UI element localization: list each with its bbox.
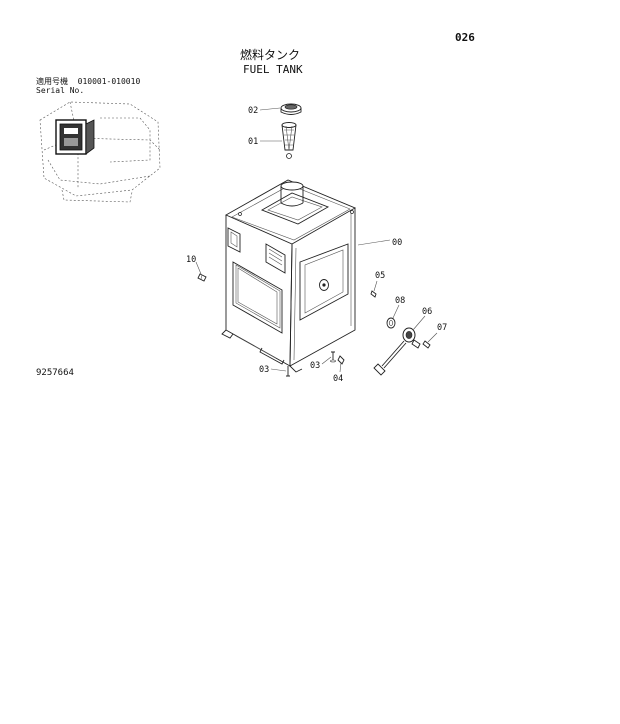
mounting-bolts — [286, 351, 345, 377]
callout-05: 05 — [375, 271, 385, 281]
drain-plug — [197, 273, 207, 282]
fuel-tank — [221, 179, 357, 373]
callout-02: 02 — [248, 106, 258, 116]
serial-label-jp-text: 適用号機 — [36, 77, 68, 86]
callout-03-b: 03 — [310, 361, 320, 371]
callout-00: 00 — [392, 238, 402, 248]
serial-label: Serial No. — [36, 86, 85, 95]
callout-04: 04 — [333, 374, 343, 384]
fuel-strainer — [281, 122, 297, 159]
callout-03: 03 — [259, 365, 269, 375]
serial-range: 010001-010010 — [77, 77, 141, 86]
serial-label-japanese: 適用号機 010001-010010 — [36, 76, 140, 87]
page-number: 026 — [455, 31, 475, 44]
drawing-number: 9257664 — [36, 368, 74, 378]
page-title: FUEL TANK — [243, 63, 303, 76]
leader-lines — [195, 107, 438, 373]
machine-overview-illustration — [39, 101, 161, 203]
screw — [422, 340, 431, 349]
callout-01: 01 — [248, 137, 258, 147]
callout-labels: 00 01 02 03 03 04 05 06 07 08 10 — [186, 106, 447, 384]
fuel-cap — [280, 103, 302, 115]
page-title-japanese: 燃料タンク — [240, 48, 301, 62]
callout-06: 06 — [422, 307, 432, 317]
plug — [370, 290, 377, 298]
callout-07: 07 — [437, 323, 447, 333]
fuel-level-sensor — [373, 327, 421, 376]
callout-08: 08 — [395, 296, 405, 306]
callout-10: 10 — [186, 255, 196, 265]
gasket — [386, 317, 396, 329]
